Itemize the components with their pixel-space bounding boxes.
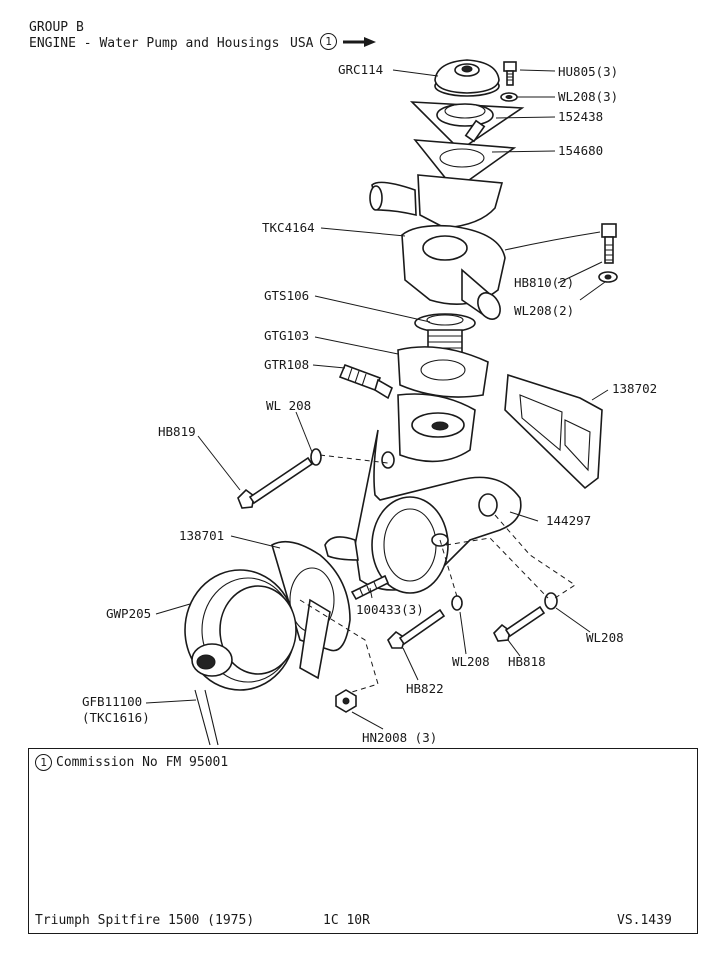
notes-box: 1 Commission No FM 95001 Triumph Spitfire… bbox=[28, 748, 698, 934]
pump-housing-drawing bbox=[324, 393, 522, 594]
screw-hu805-drawing bbox=[503, 61, 517, 86]
gasket-gtg103-drawing bbox=[397, 346, 489, 398]
gasket-154680-drawing bbox=[413, 139, 517, 192]
group-label: GROUP B bbox=[29, 20, 84, 35]
label-154680: 154680 bbox=[558, 143, 603, 158]
note-commission: 1 Commission No FM 95001 bbox=[35, 754, 228, 771]
label-wl208-2: WL208(2) bbox=[514, 303, 574, 318]
label-tkc1616: (TKC1616) bbox=[82, 710, 150, 725]
washer-wl208-mid bbox=[451, 595, 463, 611]
label-hb819: HB819 bbox=[158, 424, 196, 439]
page-title: ENGINE - Water Pump and Housings bbox=[29, 36, 280, 51]
bolt-hb810-drawing bbox=[601, 223, 617, 264]
label-wl208-3: WL208(3) bbox=[558, 89, 618, 104]
usa-marker-circle: 1 bbox=[320, 33, 337, 50]
note-text: Commission No FM 95001 bbox=[56, 755, 229, 770]
bolt-hb822-drawing bbox=[387, 608, 446, 649]
label-hn2008: HN2008 (3) bbox=[362, 730, 437, 745]
footer-page-code: 1C 10R bbox=[323, 913, 370, 928]
label-gtg103: GTG103 bbox=[264, 328, 309, 343]
note-marker-circle: 1 bbox=[35, 754, 52, 771]
label-gts106: GTS106 bbox=[264, 288, 309, 303]
label-hb822: HB822 bbox=[406, 681, 444, 696]
label-152438: 152438 bbox=[558, 109, 603, 124]
label-100433: 100433(3) bbox=[356, 602, 424, 617]
filler-cap-drawing bbox=[434, 59, 500, 97]
thermostat-drawing bbox=[414, 313, 476, 355]
label-gwp205: GWP205 bbox=[106, 606, 151, 621]
label-hb810: HB810(2) bbox=[514, 275, 574, 290]
usa-marker: 1 bbox=[320, 33, 341, 50]
label-grc114: GRC114 bbox=[338, 62, 383, 77]
label-hu805: HU805(3) bbox=[558, 64, 618, 79]
label-gfb11100: GFB11100 bbox=[82, 694, 142, 709]
exploded-diagram: GRC114 HU805(3) WL208(3) 152438 154680 T… bbox=[82, 37, 657, 746]
usa-label: USA bbox=[290, 36, 314, 51]
washer-wl208-right bbox=[544, 592, 558, 610]
stud-100433-drawing bbox=[350, 574, 390, 601]
bolt-hb818-drawing bbox=[493, 605, 546, 642]
label-wl208-right: WL208 bbox=[586, 630, 624, 645]
label-138702: 138702 bbox=[612, 381, 657, 396]
footer-model: Triumph Spitfire 1500 (1975) bbox=[35, 913, 255, 928]
label-wl208-left: WL 208 bbox=[266, 398, 311, 413]
gasket-138701-drawing bbox=[271, 540, 351, 652]
label-wl208-mid: WL208 bbox=[452, 654, 490, 669]
label-144297: 144297 bbox=[546, 513, 591, 528]
footer-ref: VS.1439 bbox=[617, 913, 672, 928]
label-138701: 138701 bbox=[179, 528, 224, 543]
pulley-drawing bbox=[184, 569, 331, 746]
bolt-hb819-drawing bbox=[237, 456, 314, 509]
label-tkc4164: TKC4164 bbox=[262, 220, 315, 235]
label-gtr108: GTR108 bbox=[264, 357, 309, 372]
thermostat-housing-drawing bbox=[369, 174, 601, 320]
arrow-right-icon bbox=[343, 37, 376, 47]
washer-wl208-left bbox=[310, 448, 322, 466]
gasket-138702-drawing bbox=[504, 373, 603, 490]
filler-neck-drawing bbox=[409, 101, 525, 152]
label-hb818: HB818 bbox=[508, 654, 546, 669]
temp-sender-drawing bbox=[338, 363, 394, 400]
